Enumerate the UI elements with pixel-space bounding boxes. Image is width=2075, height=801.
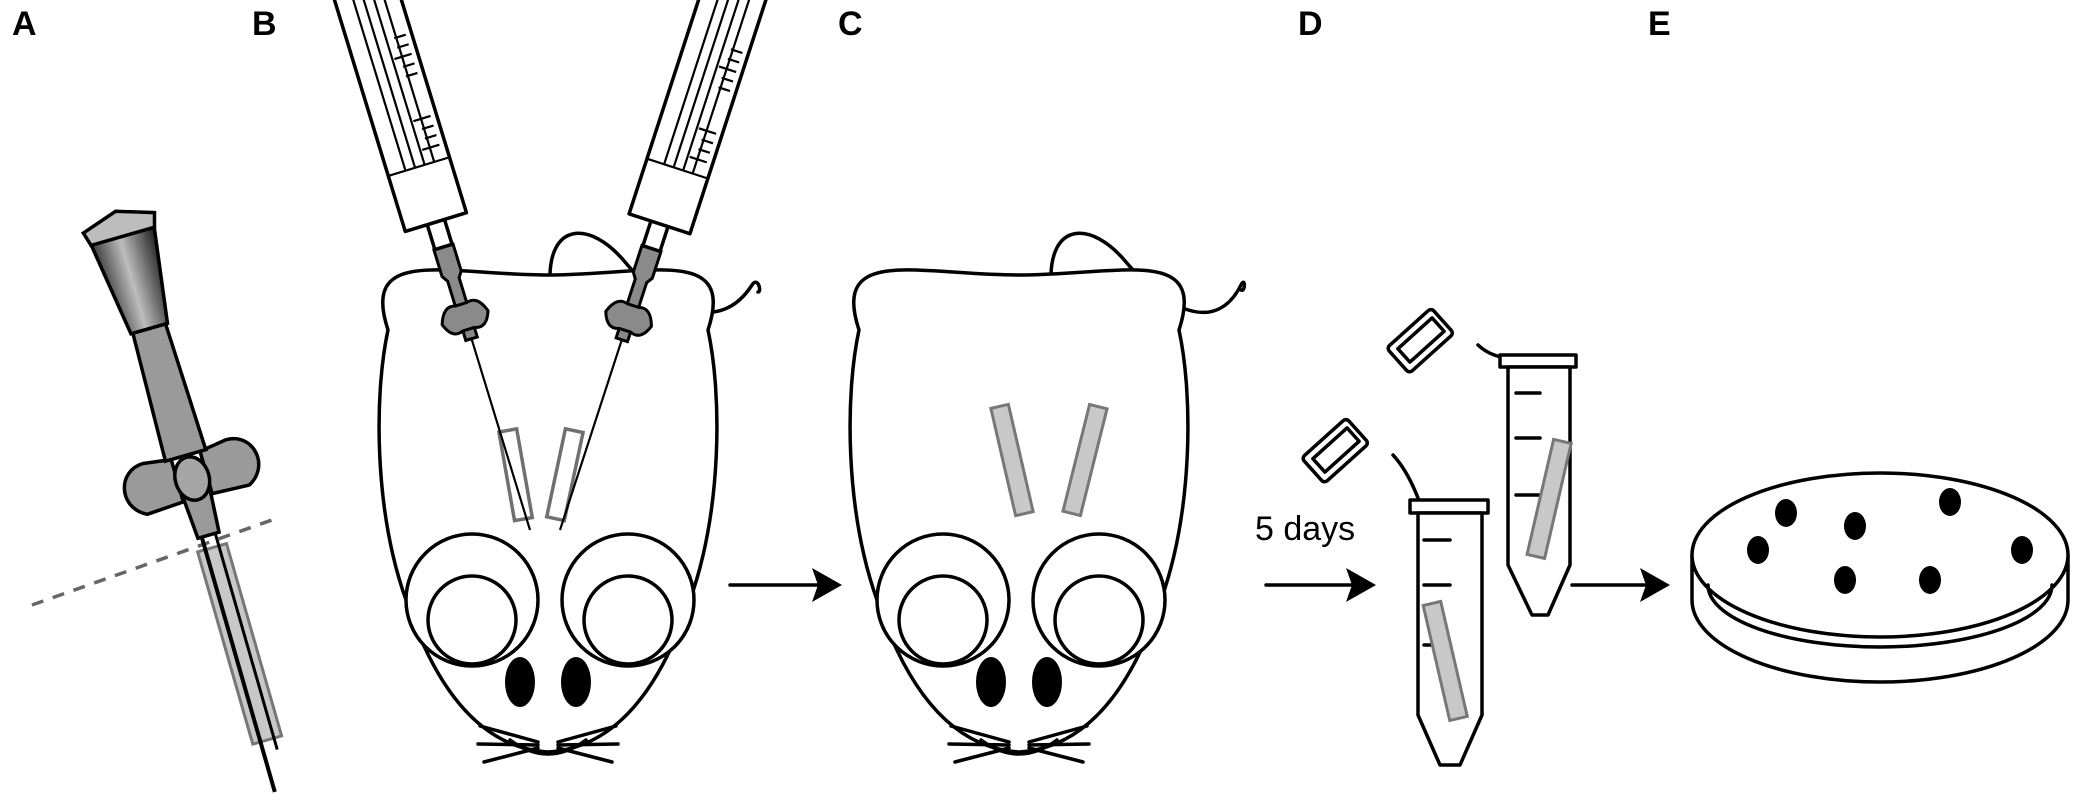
bacterial-colony [2011, 536, 2033, 564]
arrow-right-icon [728, 568, 842, 602]
microcentrifuge-tube-icon [1301, 417, 1490, 767]
panel-label-e: E [1648, 5, 1671, 43]
graft-tube-icon [544, 426, 586, 523]
panel-a: A [12, 5, 284, 793]
panel-label-d: D [1298, 5, 1323, 43]
bacterial-colony [1834, 566, 1856, 594]
panel-e: E [1648, 5, 2070, 684]
arrow-right-icon [1570, 568, 1670, 602]
graft-tube-icon [1061, 402, 1109, 518]
graft-tube-icon [1421, 599, 1470, 723]
graft-tube-icon [1525, 437, 1573, 561]
panel-b: B [252, 0, 844, 764]
mouse-icon [377, 231, 762, 764]
bacterial-colony [1747, 536, 1769, 564]
trocar-needle-icon [31, 209, 284, 793]
panel-label-c: C [838, 5, 863, 43]
graft-tube-icon [496, 426, 535, 523]
microcentrifuge-tube-icon [1386, 307, 1578, 617]
arrow-right-icon [1264, 568, 1376, 602]
petri-dish-icon [1690, 471, 2070, 684]
bacterial-colony [1939, 488, 1961, 516]
panel-c: C [838, 5, 1247, 764]
panel-d: D 5 days [1255, 5, 1670, 767]
mouse-icon [848, 231, 1247, 764]
bacterial-colony [1775, 499, 1797, 527]
bacterial-colony [1844, 512, 1866, 540]
bacterial-colony [1919, 566, 1941, 594]
graft-tube-icon [989, 402, 1035, 518]
panel-label-a: A [12, 5, 37, 43]
panel-label-b: B [252, 5, 277, 43]
colony-dots [1747, 488, 2033, 594]
duration-label: 5 days [1255, 510, 1355, 548]
